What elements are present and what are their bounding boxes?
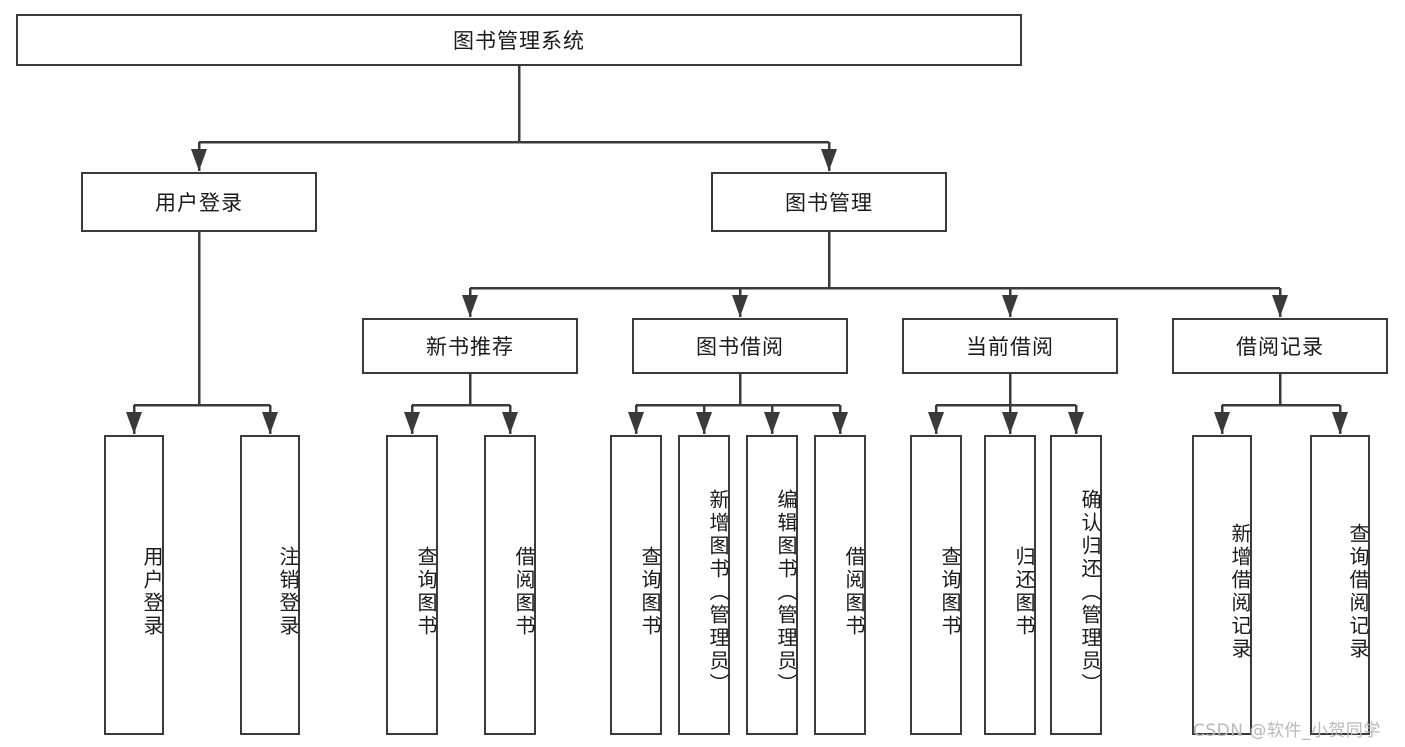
node-label: 查询图书 (938, 546, 962, 638)
node-b_add[interactable]: 新增图书（管理员） (678, 435, 730, 735)
node-c_query[interactable]: 查询图书 (910, 435, 962, 735)
node-r_add[interactable]: 新增借阅记录 (1192, 435, 1252, 735)
node-label: 归还图书 (1012, 546, 1036, 638)
node-borrow[interactable]: 图书借阅 (632, 318, 848, 374)
node-label: 新书推荐 (426, 335, 514, 359)
node-label: 确认归还（管理员） (1078, 488, 1102, 696)
node-label: 图书管理 (785, 191, 873, 215)
node-label: 图书管理系统 (453, 29, 585, 53)
node-b_edit[interactable]: 编辑图书（管理员） (746, 435, 798, 735)
node-c_confirm[interactable]: 确认归还（管理员） (1050, 435, 1102, 735)
node-label: 当前借阅 (966, 335, 1054, 359)
node-label: 借阅记录 (1236, 335, 1324, 359)
node-n_borrow[interactable]: 借阅图书 (484, 435, 536, 735)
node-current[interactable]: 当前借阅 (902, 318, 1118, 374)
node-label: 查询图书 (638, 546, 662, 638)
node-newbook[interactable]: 新书推荐 (362, 318, 578, 374)
node-bookmgmt[interactable]: 图书管理 (711, 172, 947, 232)
node-n_query[interactable]: 查询图书 (386, 435, 438, 735)
node-label: 借阅图书 (842, 546, 866, 638)
node-records[interactable]: 借阅记录 (1172, 318, 1388, 374)
node-label: 图书借阅 (696, 335, 784, 359)
node-label: 注销登录 (276, 546, 300, 638)
node-b_lend[interactable]: 借阅图书 (814, 435, 866, 735)
node-l_logout[interactable]: 注销登录 (240, 435, 300, 735)
node-label: 用户登录 (140, 546, 164, 638)
watermark: CSDN @软件_小贺同学 (1193, 721, 1381, 741)
node-label: 查询图书 (414, 546, 438, 638)
node-root[interactable]: 图书管理系统 (16, 14, 1022, 66)
node-b_query[interactable]: 查询图书 (610, 435, 662, 735)
node-l_login[interactable]: 用户登录 (104, 435, 164, 735)
node-r_query[interactable]: 查询借阅记录 (1310, 435, 1370, 735)
node-label: 用户登录 (155, 191, 243, 215)
node-label: 借阅图书 (512, 546, 536, 638)
node-login[interactable]: 用户登录 (81, 172, 317, 232)
node-label: 编辑图书（管理员） (774, 488, 798, 696)
node-label: 新增图书（管理员） (706, 488, 730, 696)
node-label: 查询借阅记录 (1346, 523, 1370, 661)
node-c_return[interactable]: 归还图书 (984, 435, 1036, 735)
node-label: 新增借阅记录 (1228, 523, 1252, 661)
